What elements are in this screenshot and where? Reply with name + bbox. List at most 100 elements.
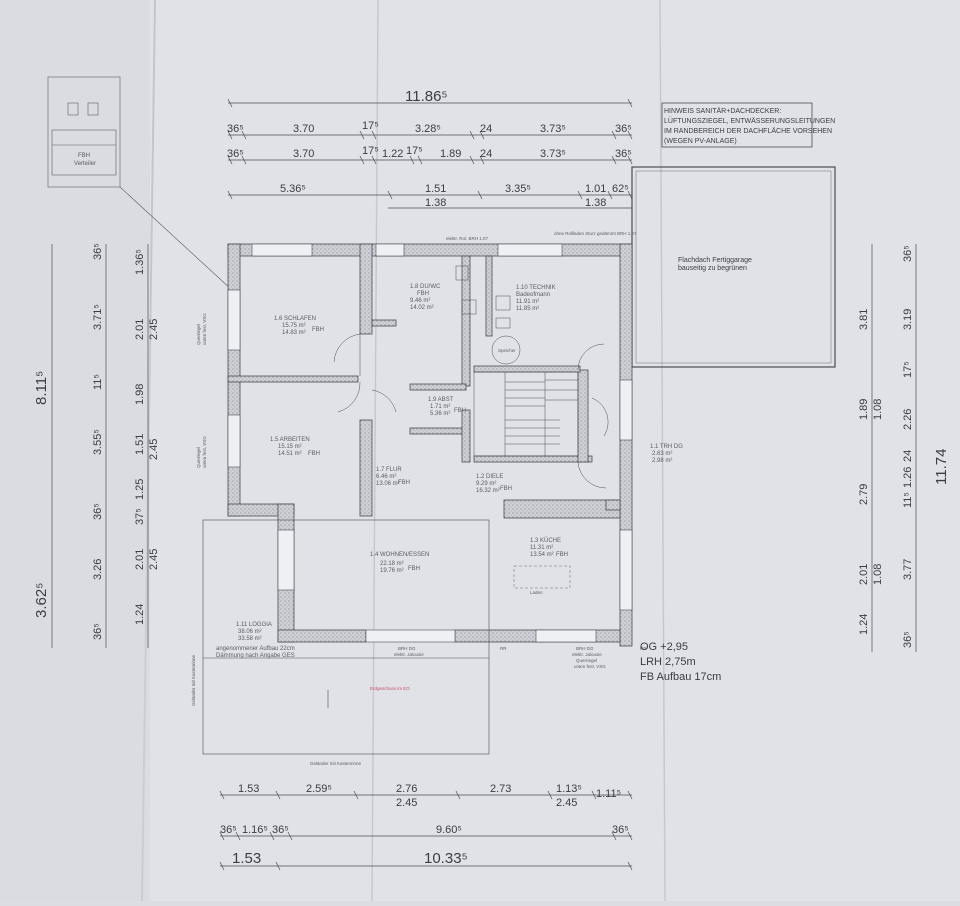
- room-area: 14.02 m²: [410, 305, 434, 311]
- dim-top-total: 11.86⁵: [405, 88, 448, 105]
- dim-label: 24: [480, 148, 492, 160]
- room-area: 15.15 m²: [278, 444, 302, 450]
- dim-label: 1.53: [238, 783, 259, 795]
- misc-labels: angenommener Aufbau 22cm Dämmung nach An…: [191, 231, 647, 766]
- room-area: 38.06 m²: [238, 629, 262, 635]
- dim-label: 2.59⁵: [306, 783, 332, 795]
- room-area: 2.63 m²: [652, 451, 672, 457]
- dim-label: 2.73: [490, 783, 511, 795]
- dim-label: 3.81: [858, 309, 870, 330]
- dim-label: 36⁵: [220, 824, 237, 836]
- room-name: 1.9 ABST: [428, 397, 454, 403]
- bottom-dimension-ticks: [219, 790, 633, 871]
- dim-label: 1.98: [134, 384, 146, 405]
- room-area: 11.85 m²: [516, 306, 539, 312]
- dim-label: 1.36⁵: [134, 249, 146, 275]
- kitchen-counter: [513, 565, 571, 589]
- bottom-dimension-lines: [220, 794, 632, 867]
- room-labels: 1.6 SCHLAFEN 15.75 m² 14.83 m² FBH 1.5 A…: [236, 284, 683, 642]
- jalousie-label: elektr. Jalousie: [572, 652, 602, 657]
- dim-label: 36⁵: [227, 123, 244, 135]
- dim-top-row2: 36⁵ 3.70 17⁵ 3.28⁵ 24 3.73⁵ 36⁵: [227, 120, 632, 135]
- laden-label: Laden: [530, 590, 543, 595]
- loggia-outline: [202, 519, 490, 755]
- gelaender-bottom-label: Geländer mit Kastenrinne: [310, 761, 362, 766]
- gelaender-left-label: Geländer mit Kastenrinne: [191, 654, 196, 706]
- room-area: 9.29 m²: [476, 481, 496, 487]
- dim-left-col2: 1.36⁵ 2.01 1.98 1.51 1.25 37⁵ 2.01 1.24 …: [134, 249, 160, 625]
- brh-top-right-label: ohne Rollladen Sturz gedämmt BRH 1.07: [554, 231, 637, 236]
- dim-label: 1.38: [585, 197, 606, 209]
- dim-label: 17⁵: [362, 145, 379, 157]
- dim-label: 1.38: [425, 197, 446, 209]
- room-tag: FBH: [417, 291, 429, 297]
- dim-label: 36⁵: [612, 824, 629, 836]
- dim-label: 24: [902, 450, 914, 462]
- dim-label: 1.51: [134, 434, 146, 455]
- room-name: 1.2 DIELE: [476, 474, 503, 480]
- erdgeschoss-label: Erdgeschoss im EG: [370, 686, 410, 691]
- garage-label: Flachdach Fertiggarage: [678, 257, 752, 264]
- dim-bottom-row2: 36⁵ 1.16⁵ 36⁵ 9.60⁵ 36⁵: [220, 824, 629, 836]
- dim-label: 3.71⁵: [92, 304, 104, 330]
- dim-label: 2.45: [148, 319, 160, 340]
- level-info-line: OG +2,95: [640, 641, 688, 653]
- dim-label: 1.22: [382, 148, 403, 160]
- unten-fest-label: unten fest, VSG: [202, 436, 207, 468]
- speicher-label: Speicher: [498, 348, 516, 353]
- loggia-note: angenommener Aufbau 22cm: [216, 646, 295, 652]
- note-line: HINWEIS SANITÄR+DACHDECKER:: [664, 107, 781, 115]
- room-tag: FBH: [454, 408, 466, 414]
- brh-top-left-label: elektr. Rol. BRH 1.07: [446, 236, 489, 241]
- dim-label: 3.26: [92, 559, 104, 580]
- note-line: (WEGEN PV-ANLAGE): [664, 138, 737, 145]
- room-area: 15.75 m²: [282, 323, 306, 329]
- room-name: 1.11 LOGGIA: [236, 622, 272, 628]
- dim-label: 36⁵: [272, 824, 289, 836]
- fbh-distributor-detail: [47, 76, 233, 291]
- dim-label: 1.08: [872, 399, 884, 420]
- loggia-note: Dämmung nach Angabe GES: [216, 653, 295, 659]
- top-dimension-chains: [228, 102, 632, 209]
- room-area: 19.76 m²: [380, 568, 404, 574]
- dim-label: 1.11⁵: [596, 788, 621, 800]
- dim-label: 3.77: [902, 559, 914, 580]
- dim-label: 2.26: [902, 409, 914, 430]
- room-area: 11.91 m²: [516, 299, 539, 305]
- room-area: 13.54 m²: [530, 552, 554, 558]
- dim-label: 2.45: [556, 797, 577, 809]
- dim-label: 2.76: [396, 783, 417, 795]
- dim-label: 1.26: [902, 467, 914, 488]
- dim-label: 2.45: [148, 439, 160, 460]
- dim-right-col2: 36⁵ 3.19 17⁵ 2.26 24 1.26 11⁵ 3.77 36⁵: [902, 245, 914, 648]
- dim-label: 36⁵: [615, 148, 632, 160]
- room-area: 14.83 m²: [282, 330, 306, 336]
- room-area: 11.31 m²: [530, 545, 553, 551]
- dim-label: 3.62⁵: [33, 583, 50, 618]
- dim-label: 1.16⁵: [242, 824, 268, 836]
- room-name: 1.1 TRH DG: [650, 444, 683, 450]
- dim-label: 62⁵: [612, 183, 629, 195]
- dim-label: 3.73⁵: [540, 123, 566, 135]
- room-name: 1.3 KÜCHE: [530, 537, 561, 544]
- dim-label: 3.70: [293, 123, 314, 135]
- note-box: HINWEIS SANITÄR+DACHDECKER: LÜFTUNGSZIEG…: [661, 102, 835, 148]
- windows: [227, 243, 633, 643]
- room-area: 9.46 m²: [410, 298, 430, 304]
- dim-label: 2.79: [858, 484, 870, 505]
- dim-top-row4: 5.36⁵ 1.51 3.35⁵ 1.01 62⁵ 1.38 1.38: [280, 183, 629, 209]
- paper-fold: [371, 0, 379, 902]
- room-tag: FBH: [312, 327, 324, 333]
- querriegel-label: Querriegel: [196, 447, 201, 468]
- dim-label: 1.08: [872, 564, 884, 585]
- dim-label: 5.36⁵: [280, 183, 306, 195]
- dim-label: 36⁵: [92, 623, 104, 640]
- dim-label: 2.01: [134, 319, 146, 340]
- dim-label: 1.53: [232, 850, 261, 867]
- room-name: 1.7 FLUR: [376, 467, 402, 473]
- paper-shade-left: [0, 0, 150, 901]
- dim-label: 2.45: [396, 797, 417, 809]
- garage-label: bauseitig zu begrünen: [678, 265, 747, 272]
- room-area: 6.46 m²: [376, 474, 396, 480]
